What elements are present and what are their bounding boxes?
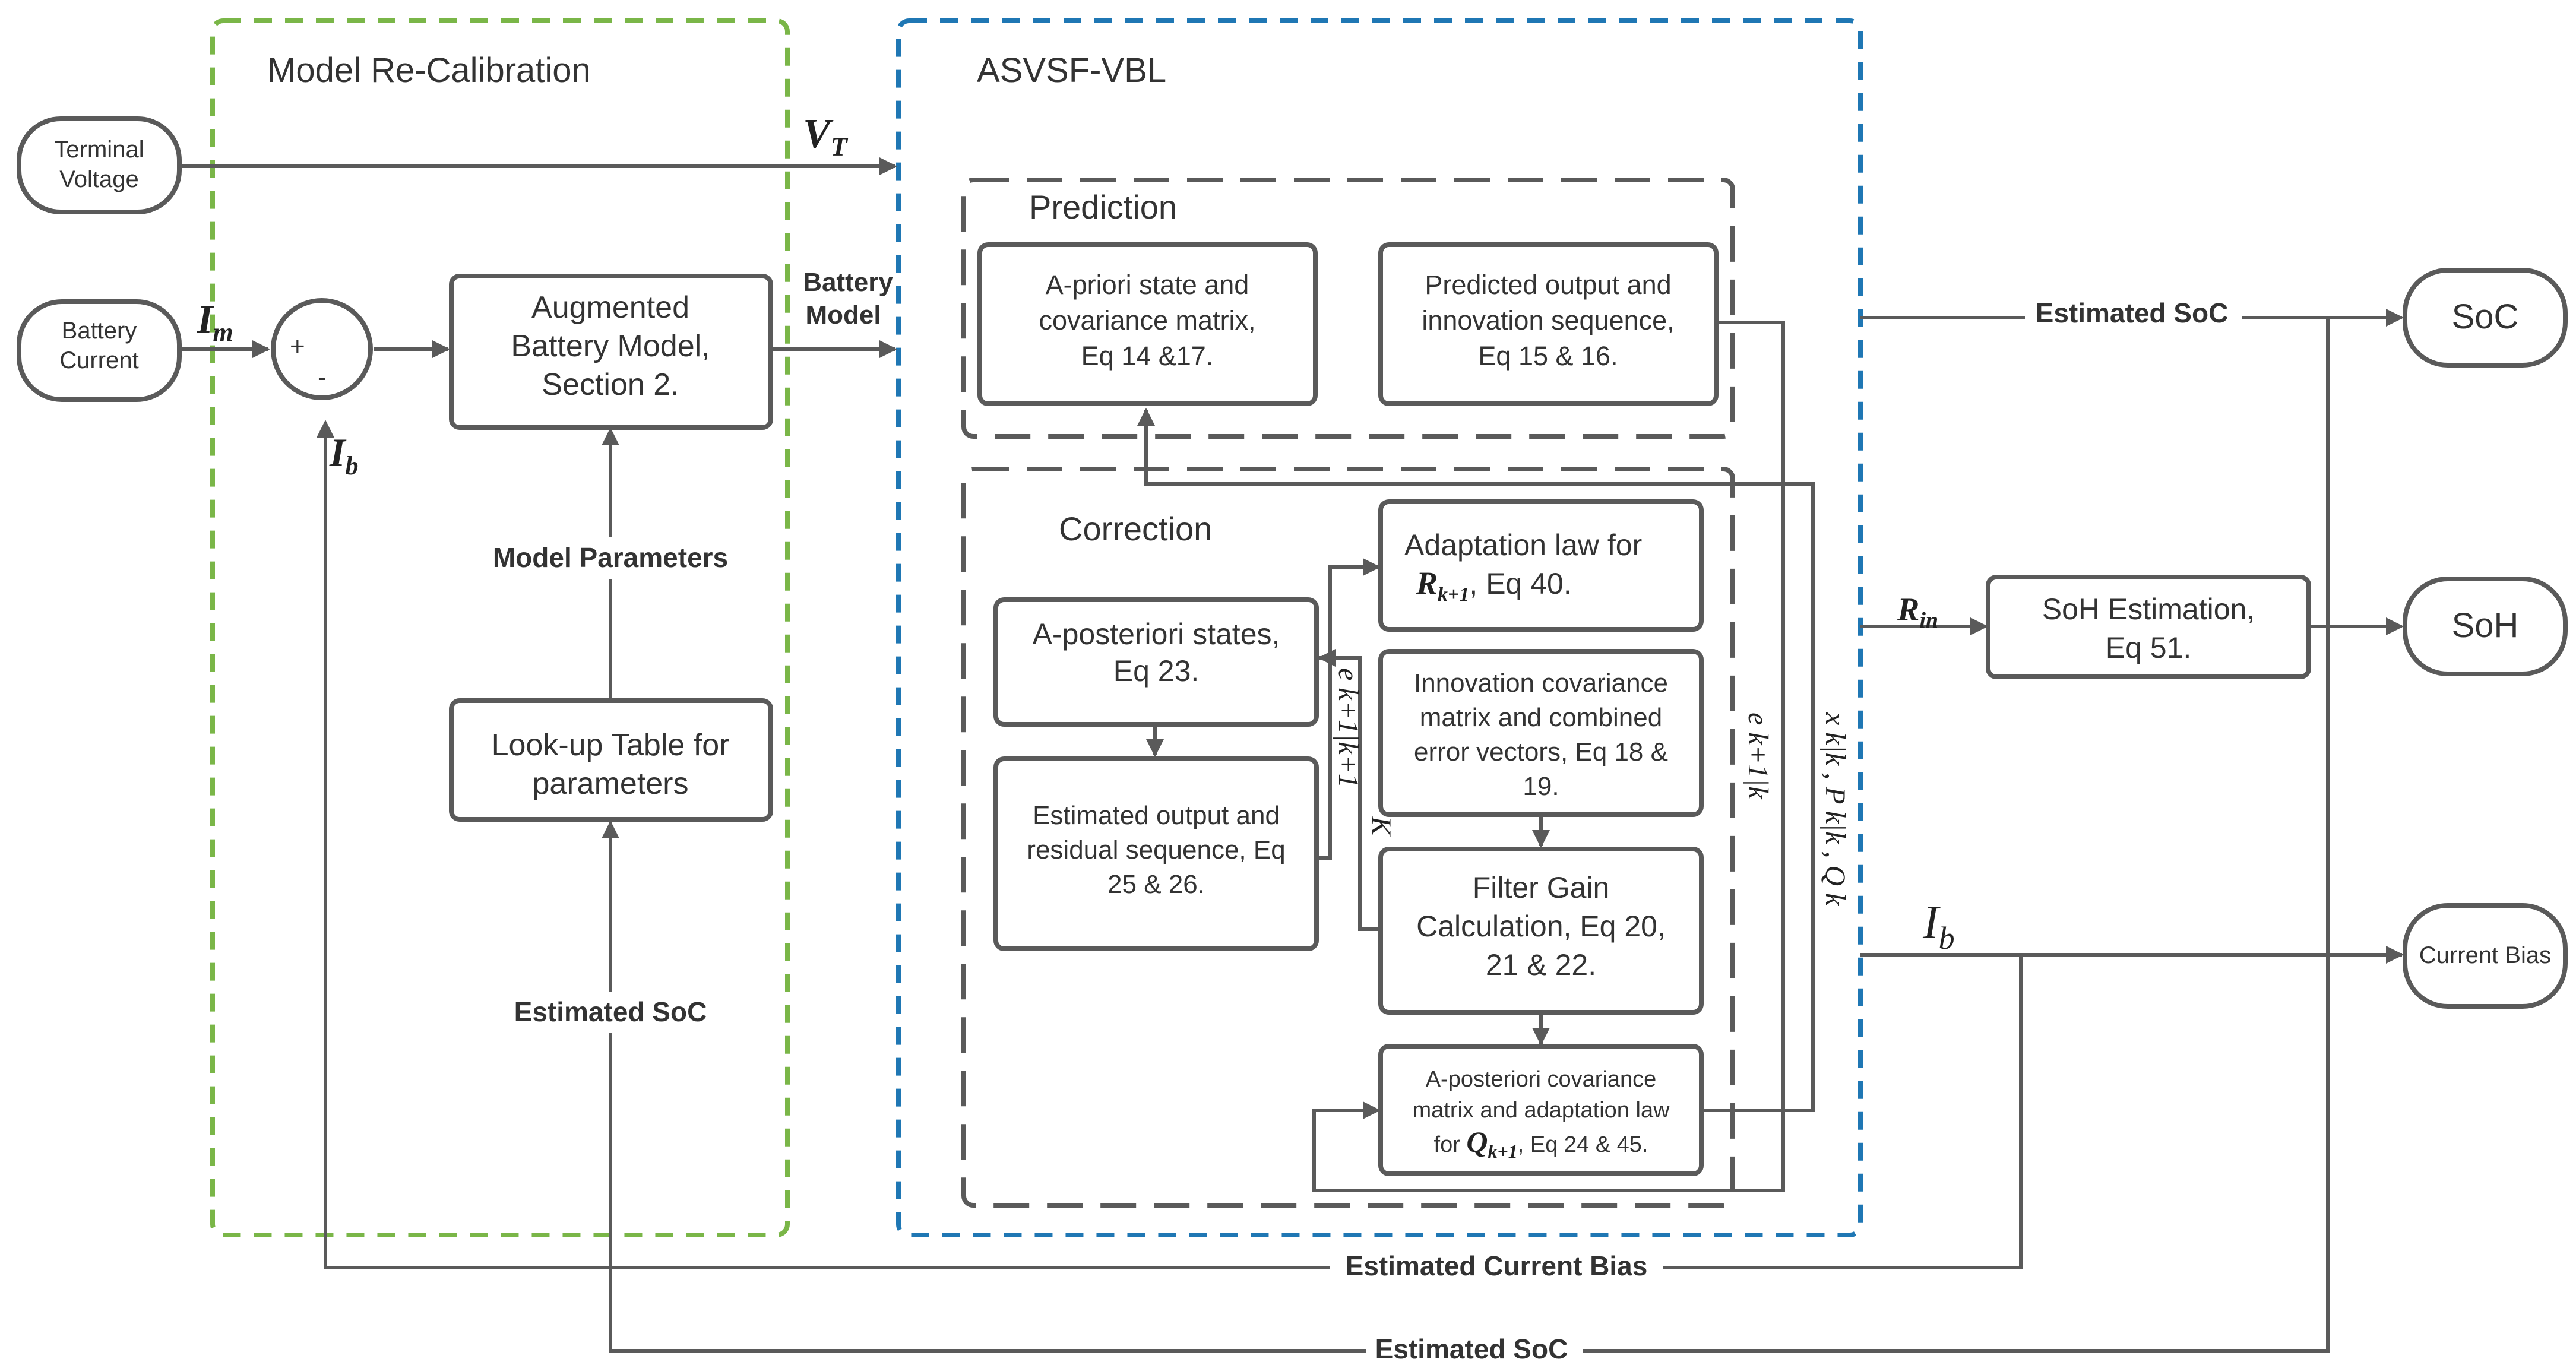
innovation-line4: 19. xyxy=(1523,772,1559,801)
filter-gain-line1: Filter Gain xyxy=(1473,871,1610,904)
ib-left-symbol: Ib xyxy=(329,430,358,480)
e-prior-label: e k+1|k xyxy=(1742,712,1774,800)
soh-output: SoH xyxy=(2403,577,2568,676)
im-symbol: Im xyxy=(197,296,233,347)
predicted-line1: Predicted output and xyxy=(1425,270,1671,300)
battery-current-line2: Current xyxy=(59,347,138,373)
current-bias-label: Current Bias xyxy=(2419,942,2551,968)
aposteriori-cov-block: A-posteriori covariance matrix and adapt… xyxy=(1378,1044,1704,1176)
terminal-voltage-line1: Terminal xyxy=(54,137,144,163)
recalibration-region xyxy=(210,18,790,1237)
filter-gain-block: Filter Gain Calculation, Eq 20, 21 & 22. xyxy=(1378,847,1704,1015)
innovation-line2: matrix and combined xyxy=(1420,703,1662,732)
estimated-current-bias-label: Estimated Current Bias xyxy=(1346,1250,1648,1281)
estimated-output-line3: 25 & 26. xyxy=(1107,870,1205,899)
battery-current-line1: Battery xyxy=(62,318,137,344)
augmented-line2: Battery Model, xyxy=(511,329,710,363)
aposteriori-states-block: A-posteriori states, Eq 23. xyxy=(993,597,1319,727)
lookup-line1: Look-up Table for xyxy=(492,728,730,762)
connection-lines xyxy=(178,157,2404,1353)
sum-junction: + - xyxy=(271,298,373,400)
battery-current-input: Battery Current xyxy=(17,299,182,402)
innovation-line1: Innovation covariance xyxy=(1414,669,1668,698)
aposteriori-cov-line1: A-posteriori covariance xyxy=(1426,1067,1657,1092)
innovation-cov-block: Innovation covariance matrix and combine… xyxy=(1378,649,1704,817)
filter-gain-line3: 21 & 22. xyxy=(1486,948,1596,981)
predicted-line3: Eq 15 & 16. xyxy=(1478,341,1618,371)
aposteriori-states-line1: A-posteriori states, xyxy=(1033,618,1280,651)
filter-gain-line2: Calculation, Eq 20, xyxy=(1416,910,1666,943)
lookup-line2: parameters xyxy=(533,767,689,801)
recalibration-title: Model Re-Calibration xyxy=(267,51,591,90)
adaptation-r-line2: Rk+1, Eq 40. xyxy=(1416,565,1572,606)
prediction-region xyxy=(961,178,1735,439)
apriori-line2: covariance matrix, xyxy=(1039,305,1255,335)
correction-title: Correction xyxy=(1059,510,1212,547)
apriori-block: A-priori state and covariance matrix, Eq… xyxy=(977,242,1318,406)
augmented-line3: Section 2. xyxy=(542,368,679,402)
soc-output-label: SoC xyxy=(2452,297,2519,336)
predicted-output-block: Predicted output and innovation sequence… xyxy=(1378,242,1719,406)
estimated-output-line1: Estimated output and xyxy=(1033,801,1280,830)
model-parameters-label: Model Parameters xyxy=(493,542,728,573)
prediction-title: Prediction xyxy=(1029,188,1177,226)
aposteriori-cov-line3: for Qk+1, Eq 24 & 45. xyxy=(1434,1125,1648,1162)
innovation-line3: error vectors, Eq 18 & xyxy=(1414,737,1668,767)
sum-plus: + xyxy=(290,332,305,361)
soh-output-label: SoH xyxy=(2452,606,2519,645)
soc-output: SoC xyxy=(2403,268,2568,368)
estimated-soc-bottom-label: Estimated SoC xyxy=(1375,1334,1568,1364)
adaptation-r-block: Adaptation law for Rk+1, Eq 40. xyxy=(1378,499,1704,632)
sum-minus: - xyxy=(318,363,327,392)
asvsf-title: ASVSF-VBL xyxy=(977,51,1166,90)
rin-symbol: Rin xyxy=(1897,591,1938,633)
soh-estimation-line2: Eq 51. xyxy=(2106,631,2192,664)
state-vector-label: x k|k , P k|k , Q k xyxy=(1819,712,1851,907)
current-bias-output: Current Bias xyxy=(2403,903,2568,1009)
estimated-soc-top-label: Estimated SoC xyxy=(2036,297,2229,328)
correction-region xyxy=(961,467,1735,1208)
k-gain-label: K xyxy=(1365,816,1397,837)
lookup-table-block: Look-up Table for parameters xyxy=(449,698,773,822)
terminal-voltage-input: Terminal Voltage xyxy=(17,116,182,214)
aposteriori-states-line2: Eq 23. xyxy=(1113,654,1200,688)
apriori-line1: A-priori state and xyxy=(1046,270,1249,300)
estimated-output-block: Estimated output and residual sequence, … xyxy=(993,756,1319,951)
battery-model-label-1: Battery xyxy=(803,268,893,297)
soh-estimation-block: SoH Estimation, Eq 51. xyxy=(1986,575,2311,679)
predicted-line2: innovation sequence, xyxy=(1422,305,1674,335)
ib-right-symbol: Ib xyxy=(1922,897,1955,956)
aposteriori-cov-line2: matrix and adaptation law xyxy=(1412,1098,1670,1123)
battery-model-label-2: Model xyxy=(805,300,881,330)
augmented-model-block: Augmented Battery Model, Section 2. xyxy=(449,274,773,430)
soh-estimation-line1: SoH Estimation, xyxy=(2042,593,2255,626)
apriori-line3: Eq 14 &17. xyxy=(1081,341,1214,371)
vt-symbol: VT xyxy=(803,111,849,162)
e-posterior-label: e k+1|k+1 xyxy=(1333,668,1364,788)
estimated-output-line2: residual sequence, Eq xyxy=(1027,835,1285,864)
estimated-soc-inner-label: Estimated SoC xyxy=(514,996,707,1027)
terminal-voltage-line2: Voltage xyxy=(59,166,138,192)
augmented-line1: Augmented xyxy=(531,290,689,325)
adaptation-r-line1: Adaptation law for xyxy=(1404,528,1642,562)
